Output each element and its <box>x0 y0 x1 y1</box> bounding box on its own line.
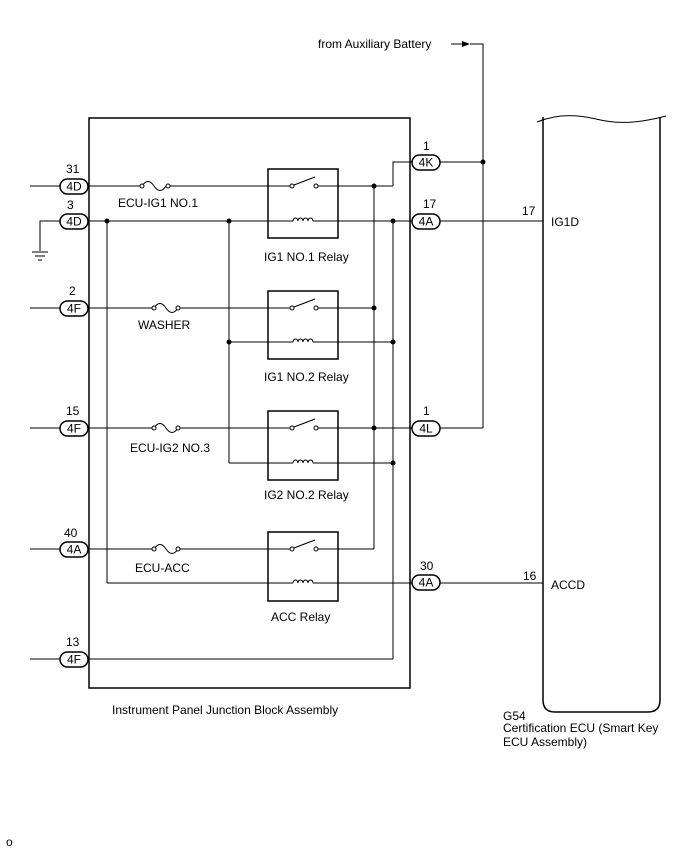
relay-label: IG2 NO.2 Relay <box>264 488 349 502</box>
left-connector-4d-31: 31 4D <box>59 162 89 195</box>
connector-id: 4K <box>419 156 434 170</box>
ecu-terminal-name-ig1d: IG1D <box>551 215 579 229</box>
right-connector-4l-1: 1 4L <box>411 404 441 437</box>
connector-id: 4F <box>67 422 81 436</box>
ecu-name-line1: Certification ECU (Smart Key <box>503 721 658 735</box>
connector-pin: 3 <box>67 198 74 212</box>
connector-pin: 30 <box>420 559 434 573</box>
connector-pin: 13 <box>66 635 80 649</box>
ecu-code: G54 <box>503 709 526 723</box>
fuse-ecu-ig2-no3: ECU-IG2 NO.3 <box>130 423 210 455</box>
relay-acc: ACC Relay <box>267 531 339 624</box>
left-connector-4f-15: 15 4F <box>59 404 89 437</box>
connector-id: 4A <box>419 576 434 590</box>
connector-id: 4A <box>67 543 82 557</box>
connector-pin: 17 <box>423 197 437 211</box>
fuse-washer: WASHER <box>138 303 191 332</box>
connector-id: 4D <box>66 180 82 194</box>
aux-battery-label: from Auxiliary Battery <box>318 37 431 51</box>
relay-ig1-no1: IG1 NO.1 Relay <box>264 168 349 264</box>
relay-label: ACC Relay <box>271 610 330 624</box>
junction-block-label: Instrument Panel Junction Block Assembly <box>112 703 338 717</box>
left-connector-4d-3: 3 4D <box>59 198 89 230</box>
junction-block-outline <box>88 117 411 689</box>
ecu-terminal-pin-accd: 16 <box>523 569 537 583</box>
fuse-label: ECU-IG1 NO.1 <box>118 196 198 210</box>
connector-id: 4L <box>419 422 433 436</box>
junction-dots <box>104 159 486 466</box>
connector-id: 4F <box>67 653 81 667</box>
right-connector-4a-17: 17 4A <box>411 197 441 230</box>
fuse-ecu-ig1-no1: ECU-IG1 NO.1 <box>118 181 198 210</box>
left-connector-4a-40: 40 4A <box>59 526 89 558</box>
right-connector-4k-1: 1 4K <box>411 139 441 171</box>
relay-ig1-no2: IG1 NO.2 Relay <box>264 290 349 384</box>
connector-id: 4F <box>67 302 81 316</box>
connector-pin: 31 <box>66 162 80 176</box>
fuse-label: WASHER <box>138 318 191 332</box>
ecu-break-line <box>536 115 667 123</box>
connector-pin: 40 <box>64 526 78 540</box>
connector-pin: 1 <box>423 404 430 418</box>
fuse-label: ECU-IG2 NO.3 <box>130 441 210 455</box>
ecu-name-line2: ECU Assembly) <box>503 735 587 749</box>
aux-battery-arrow-icon <box>451 41 484 428</box>
ecu-terminal-name-accd: ACCD <box>551 578 585 592</box>
connector-id: 4D <box>66 215 82 229</box>
ecu-outline <box>542 117 661 713</box>
connector-pin: 1 <box>423 139 430 153</box>
left-connector-4f-2: 2 4F <box>59 284 89 317</box>
fuse-ecu-acc: ECU-ACC <box>135 544 190 575</box>
relay-label: IG1 NO.1 Relay <box>264 250 349 264</box>
connector-pin: 15 <box>66 404 80 418</box>
left-connector-4f-13: 13 4F <box>59 635 89 668</box>
internal-wiring <box>88 161 543 660</box>
relay-label: IG1 NO.2 Relay <box>264 370 349 384</box>
connector-pin: 2 <box>69 284 76 298</box>
fuse-label: ECU-ACC <box>135 561 190 575</box>
ground-icon <box>32 220 56 261</box>
ecu-terminal-pin-ig1d: 17 <box>522 204 536 218</box>
footer-mark: o <box>6 835 13 849</box>
connector-id: 4A <box>419 215 434 229</box>
relay-ig2-no2: IG2 NO.2 Relay <box>264 410 349 502</box>
right-connector-4a-30: 30 4A <box>411 559 441 591</box>
